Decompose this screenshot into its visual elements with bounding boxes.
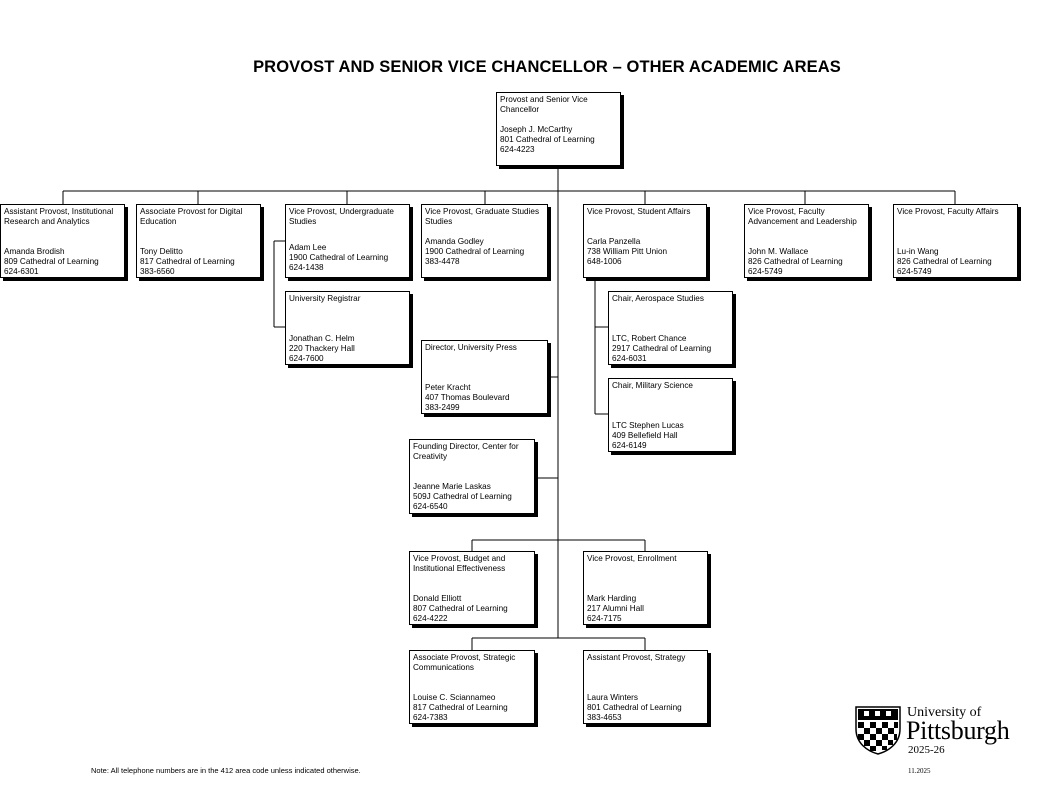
box-name: Jeanne Marie Laskas	[413, 482, 491, 491]
box-role: Associate Provost for Digital Education	[140, 207, 243, 226]
box-office: 826 Cathedral of Learning	[748, 257, 843, 266]
box-assistant-provost-strategy: Assistant Provost, Strategy Laura Winter…	[583, 650, 708, 724]
box-role: Director, University Press	[425, 343, 517, 352]
box-phone: 383-6560	[140, 267, 175, 276]
logo-university-of: University of	[907, 705, 982, 720]
box-phone: 624-7383	[413, 713, 448, 722]
box-phone: 383-4478	[425, 257, 460, 266]
box-role: Chair, Military Science	[612, 381, 693, 390]
box-phone: 624-6540	[413, 502, 448, 511]
box-role: Founding Director, Center for Creativity	[413, 442, 519, 461]
box-phone: 383-4653	[587, 713, 622, 722]
logo-pittsburgh: Pittsburgh	[906, 716, 1010, 745]
box-role: Vice Provost, Undergraduate Studies	[289, 207, 394, 226]
box-name: John M. Wallace	[748, 247, 809, 256]
box-office: 409 Bellefield Hall	[612, 431, 678, 440]
box-office: 1900 Cathedral of Learning	[289, 253, 389, 262]
box-vice-provost-student-affairs: Vice Provost, Student Affairs Carla Panz…	[583, 204, 707, 278]
chart-title: PROVOST AND SENIOR VICE CHANCELLOR – OTH…	[253, 58, 841, 76]
box-chair-aerospace: Chair, Aerospace Studies LTC, Robert Cha…	[608, 291, 733, 365]
box-office: 801 Cathedral of Learning	[587, 703, 682, 712]
box-vice-provost-budget: Vice Provost, Budget and Institutional E…	[409, 551, 535, 625]
box-role: Assistant Provost, Strategy	[587, 653, 686, 662]
box-role: Associate Provost, Strategic Communicati…	[413, 653, 516, 672]
box-office: 826 Cathedral of Learning	[897, 257, 992, 266]
box-director-university-press: Director, University Press Peter Kracht …	[421, 340, 548, 414]
box-office: 809 Cathedral of Learning	[4, 257, 99, 266]
box-office: 407 Thomas Boulevard	[425, 393, 510, 402]
box-vice-provost-undergraduate: Vice Provost, Undergraduate Studies Adam…	[285, 204, 410, 278]
box-role: Vice Provost, Budget and Institutional E…	[413, 554, 506, 573]
box-office: 2917 Cathedral of Learning	[612, 344, 712, 353]
box-name: Louise C. Sciannameo	[413, 693, 496, 702]
box-phone: 624-5749	[897, 267, 932, 276]
box-phone: 624-6031	[612, 354, 647, 363]
box-phone: 624-5749	[748, 267, 783, 276]
box-role: Chair, Aerospace Studies	[612, 294, 704, 303]
box-name: Mark Harding	[587, 594, 637, 603]
box-office: 509J Cathedral of Learning	[413, 492, 512, 501]
box-phone: 624-7600	[289, 354, 324, 363]
box-role: Vice Provost, Graduate Studies Studies	[425, 207, 540, 226]
box-name: Amanda Brodish	[4, 247, 65, 256]
box-phone: 624-6301	[4, 267, 39, 276]
box-office: 817 Cathedral of Learning	[140, 257, 235, 266]
box-name: Laura Winters	[587, 693, 638, 702]
box-vice-provost-graduate: Vice Provost, Graduate Studies Studies A…	[421, 204, 548, 278]
box-vice-provost-faculty-advancement: Vice Provost, Faculty Advancement and Le…	[744, 204, 869, 278]
box-name: LTC, Robert Chance	[612, 334, 687, 343]
box-provost: Provost and Senior Vice Chancellor Josep…	[496, 92, 621, 166]
box-office: 801 Cathedral of Learning	[500, 135, 595, 144]
box-vice-provost-enrollment: Vice Provost, Enrollment Mark Harding 21…	[583, 551, 708, 625]
box-phone: 648-1006	[587, 257, 622, 266]
box-name: Donald Elliott	[413, 594, 462, 603]
box-role: Vice Provost, Faculty Affairs	[897, 207, 999, 216]
box-phone: 624-1438	[289, 263, 324, 272]
box-phone: 624-7175	[587, 614, 622, 623]
box-office: 217 Alumni Hall	[587, 604, 644, 613]
box-university-registrar: University Registrar Jonathan C. Helm 22…	[285, 291, 410, 365]
box-office: 817 Cathedral of Learning	[413, 703, 508, 712]
box-name: Carla Panzella	[587, 237, 641, 246]
box-name: LTC Stephen Lucas	[612, 421, 684, 430]
box-role: Vice Provost, Faculty Advancement and Le…	[748, 207, 857, 226]
box-office: 807 Cathedral of Learning	[413, 604, 508, 613]
box-office: 1900 Cathedral of Learning	[425, 247, 525, 256]
box-name: Tony Delitto	[140, 247, 183, 256]
box-role: University Registrar	[289, 294, 361, 303]
university-logo: University of Pittsburgh 2025-26	[855, 700, 1045, 780]
box-name: Lu-in Wang	[897, 247, 939, 256]
box-founding-director-creativity: Founding Director, Center for Creativity…	[409, 439, 535, 514]
box-name: Peter Kracht	[425, 383, 471, 392]
box-name: Adam Lee	[289, 243, 327, 252]
revision-date: 11.2025	[908, 767, 931, 775]
logo-year: 2025-26	[908, 744, 945, 756]
box-office: 220 Thackery Hall	[289, 344, 355, 353]
footnote: Note: All telephone numbers are in the 4…	[91, 766, 361, 775]
box-phone: 624-4223	[500, 145, 535, 154]
box-phone: 383-2499	[425, 403, 460, 412]
box-associate-provost-communications: Associate Provost, Strategic Communicati…	[409, 650, 535, 724]
box-role: Provost and Senior Vice Chancellor	[500, 95, 588, 114]
box-office: 738 William Pitt Union	[587, 247, 668, 256]
box-phone: 624-4222	[413, 614, 448, 623]
box-phone: 624-6149	[612, 441, 647, 450]
box-assistant-provost-research: Assistant Provost, Institutional Researc…	[0, 204, 125, 278]
box-role: Assistant Provost, Institutional Researc…	[4, 207, 114, 226]
box-associate-provost-digital: Associate Provost for Digital Education …	[136, 204, 261, 278]
box-name: Jonathan C. Helm	[289, 334, 355, 343]
box-vice-provost-faculty-affairs: Vice Provost, Faculty Affairs Lu-in Wang…	[893, 204, 1018, 278]
pitt-shield-icon	[855, 706, 901, 755]
box-name: Amanda Godley	[425, 237, 484, 246]
box-chair-military-science: Chair, Military Science LTC Stephen Luca…	[608, 378, 733, 452]
box-role: Vice Provost, Student Affairs	[587, 207, 691, 216]
box-role: Vice Provost, Enrollment	[587, 554, 677, 563]
box-name: Joseph J. McCarthy	[500, 125, 573, 134]
